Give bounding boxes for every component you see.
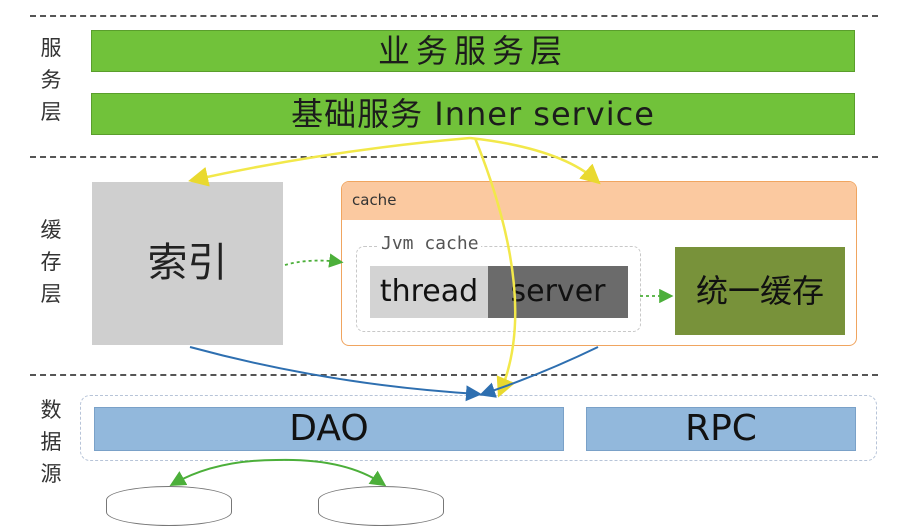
side-label-cache-layer: 缓 存 层: [38, 214, 64, 310]
arrow-cache-to-dao: [479, 346, 599, 398]
unified-cache-box: 统一缓存: [675, 247, 845, 335]
side-char: 存: [40, 250, 62, 274]
thread-cache-box: thread: [370, 266, 488, 318]
jvm-cache-label: Jvm cache: [379, 233, 481, 254]
side-char: 缓: [40, 218, 62, 242]
side-char: 源: [40, 462, 62, 486]
arrow-dao-to-db-left: [169, 459, 277, 486]
arrows-overlay: [169, 136, 674, 487]
side-char: 服: [40, 36, 62, 60]
separator-service-cache: [30, 156, 878, 158]
cache-title: cache: [352, 191, 397, 209]
business-service-layer-bar: 业务服务层: [91, 30, 855, 72]
cache-header: cache: [342, 182, 856, 220]
server-cache-box: server: [488, 266, 628, 318]
side-char: 层: [40, 100, 62, 124]
index-box: 索引: [92, 182, 283, 345]
rpc-bar: RPC: [586, 407, 856, 451]
arrow-base-to-cache: [469, 136, 601, 185]
separator-cache-data: [30, 374, 878, 376]
side-char: 层: [40, 282, 62, 306]
side-char: 据: [40, 430, 62, 454]
arrow-index-to-jvm: [284, 253, 344, 268]
arrow-index-to-dao: [189, 346, 482, 402]
arrow-base-to-dao: [473, 137, 517, 398]
jvm-cache-box: [356, 246, 641, 332]
side-label-service-layer: 服 务 层: [38, 32, 64, 128]
side-char: 数: [40, 398, 62, 422]
dao-bar: DAO: [94, 407, 564, 451]
side-char: 务: [40, 68, 62, 92]
side-label-data-source: 数 据 源: [38, 394, 64, 490]
arrow-base-to-index: [188, 136, 471, 187]
separator-top: [30, 15, 878, 17]
base-service-bar: 基础服务 Inner service: [91, 93, 855, 135]
arrow-dao-to-db-right: [275, 458, 387, 487]
